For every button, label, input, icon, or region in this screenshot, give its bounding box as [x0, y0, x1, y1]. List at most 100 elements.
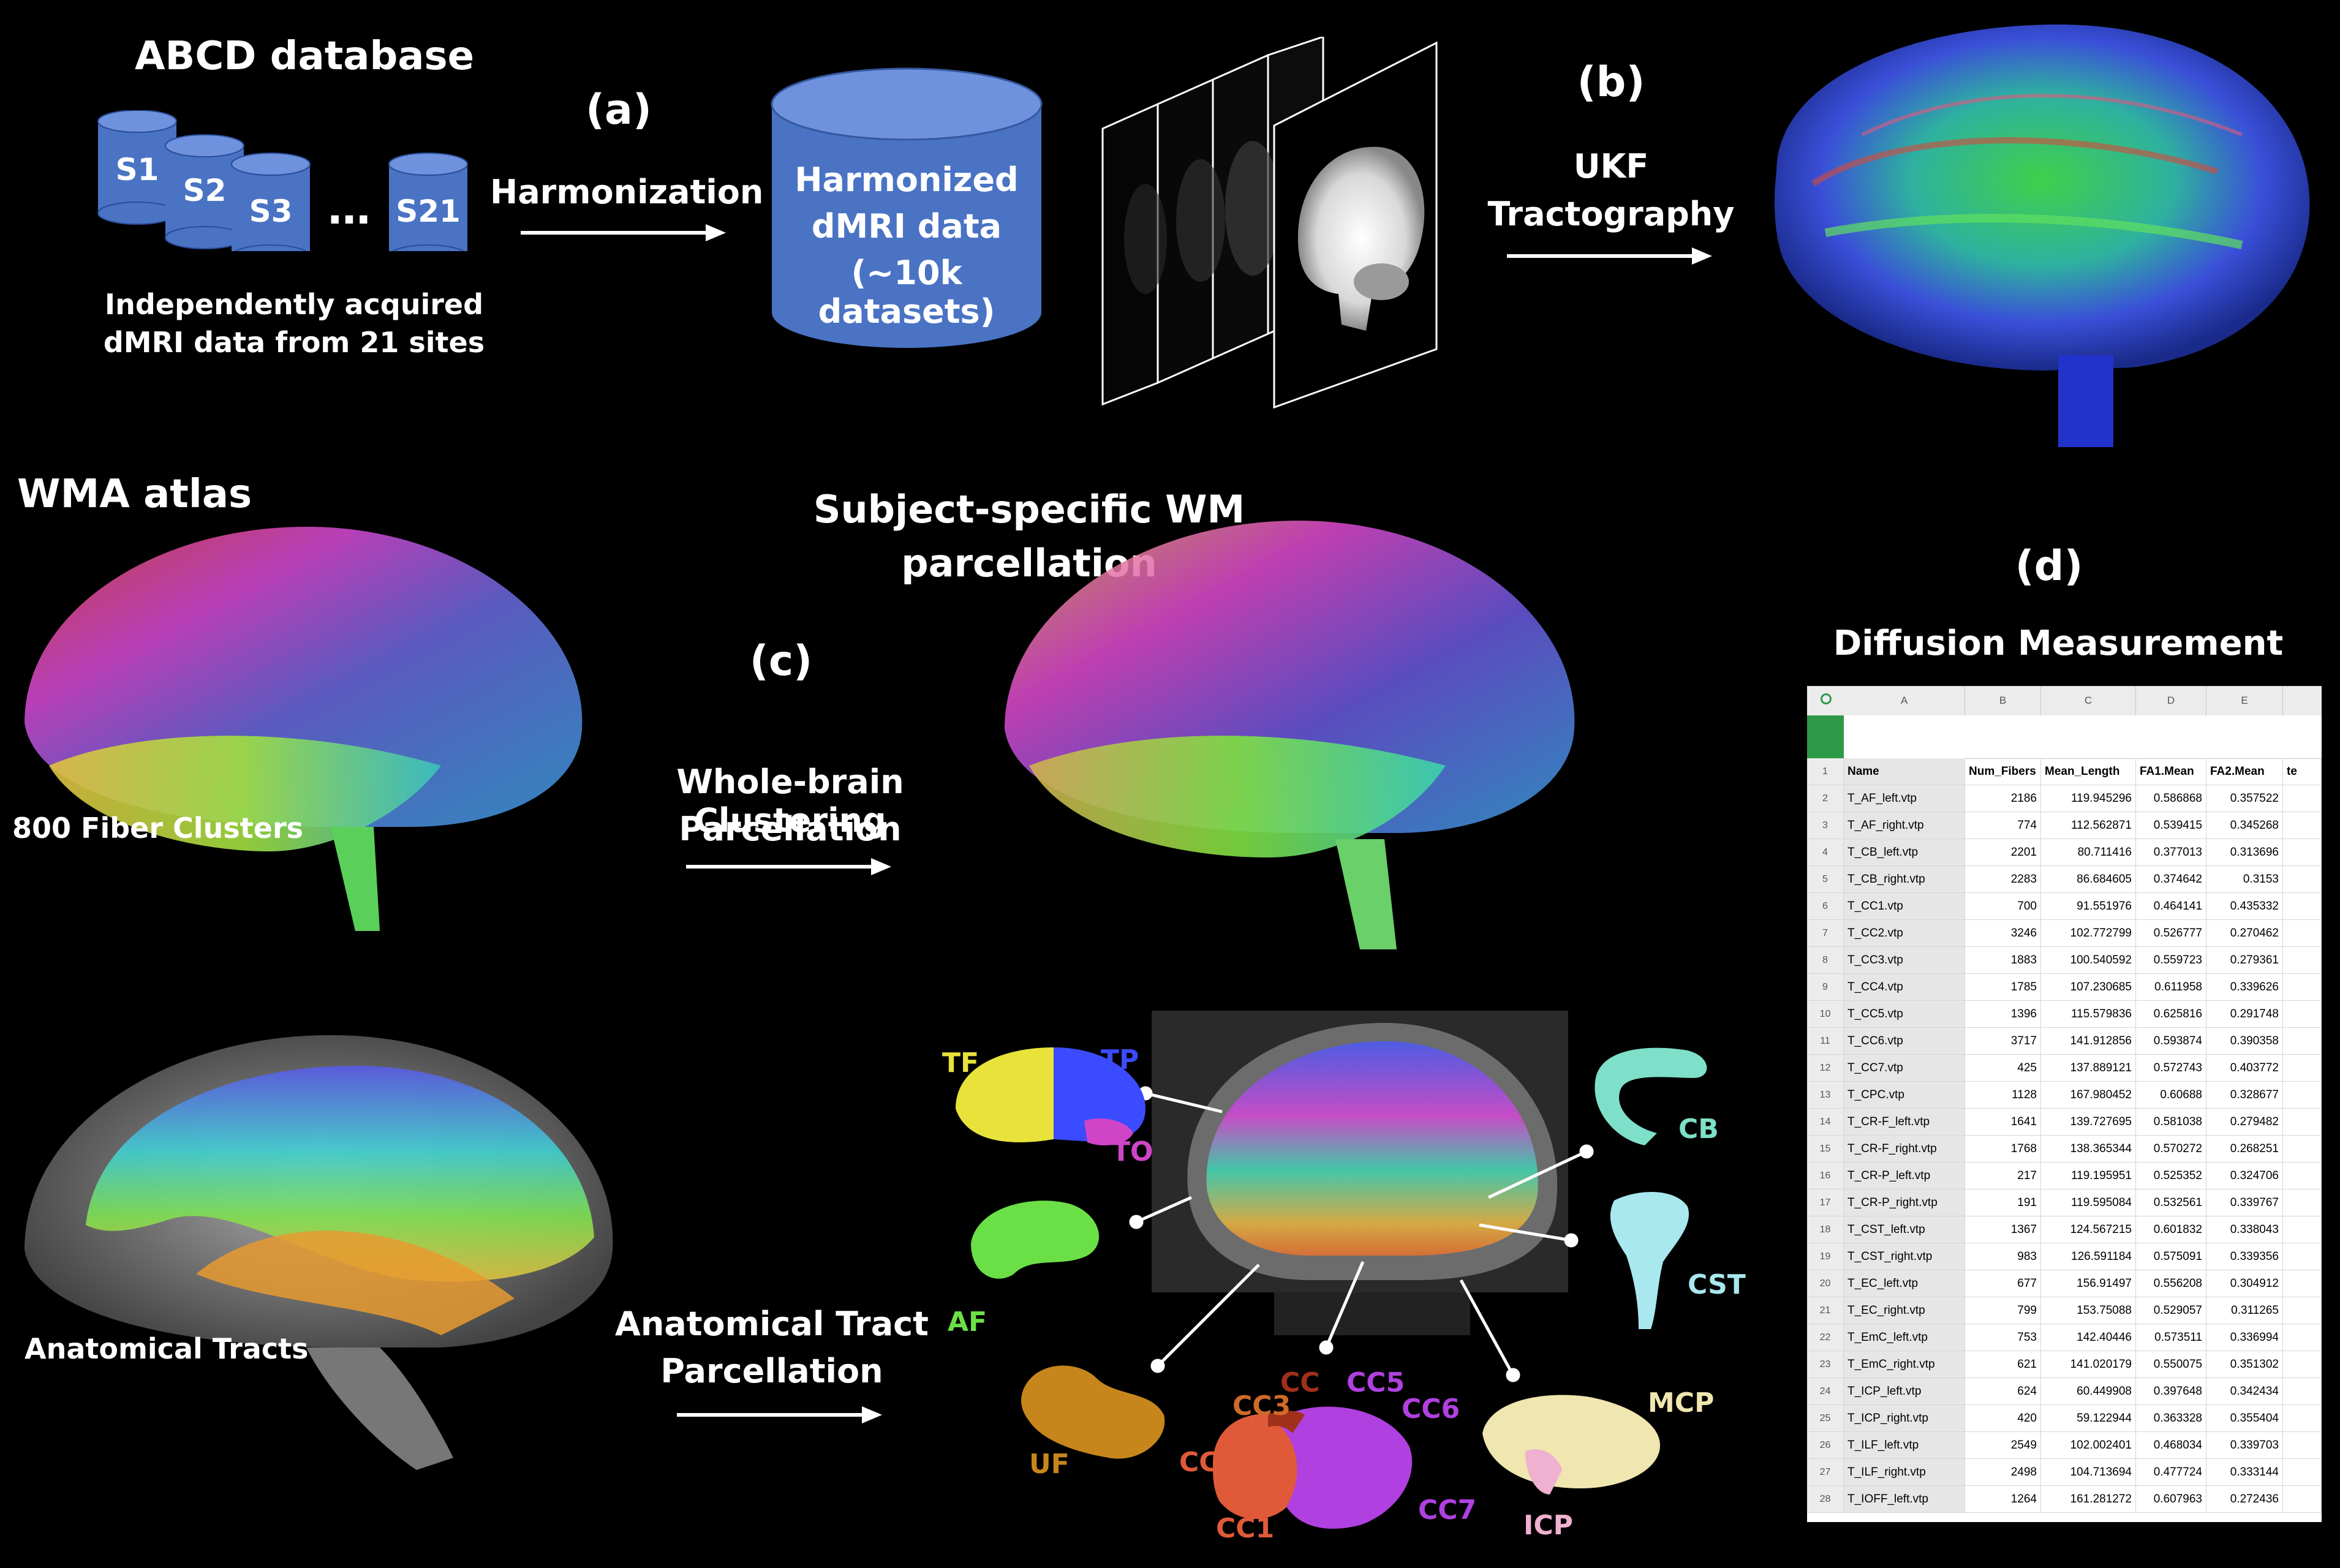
value-cell[interactable]: 0.377013 — [2136, 839, 2206, 866]
row-number[interactable]: 13 — [1807, 1082, 1844, 1109]
empty-cell[interactable] — [2283, 1082, 2322, 1109]
empty-cell[interactable] — [2283, 1324, 2322, 1351]
value-cell[interactable]: 0.529057 — [2136, 1297, 2206, 1324]
row-number[interactable]: 19 — [1807, 1243, 1844, 1270]
tract-name-cell[interactable]: T_AF_left.vtp — [1844, 785, 1965, 812]
empty-cell[interactable] — [2283, 1001, 2322, 1028]
value-cell[interactable]: 0.272436 — [2206, 1486, 2283, 1513]
value-cell[interactable]: 0.550075 — [2136, 1351, 2206, 1378]
value-cell[interactable]: 0.468034 — [2136, 1432, 2206, 1459]
row-number[interactable]: 5 — [1807, 866, 1844, 893]
value-cell[interactable]: 102.002401 — [2041, 1432, 2136, 1459]
value-cell[interactable]: 0.304912 — [2206, 1270, 2283, 1297]
row-number[interactable]: 7 — [1807, 920, 1844, 947]
header-cell[interactable]: Mean_Length — [2041, 758, 2136, 785]
row-number[interactable]: 11 — [1807, 1028, 1844, 1055]
row-number[interactable]: 9 — [1807, 974, 1844, 1001]
value-cell[interactable]: 2186 — [1965, 785, 2041, 812]
value-cell[interactable]: 0.539415 — [2136, 812, 2206, 839]
value-cell[interactable]: 0.270462 — [2206, 920, 2283, 947]
value-cell[interactable]: 91.551976 — [2041, 893, 2136, 920]
value-cell[interactable]: 425 — [1965, 1055, 2041, 1082]
empty-cell[interactable] — [2283, 920, 2322, 947]
tract-name-cell[interactable]: T_ICP_left.vtp — [1844, 1378, 1965, 1405]
value-cell[interactable]: 0.279361 — [2206, 947, 2283, 974]
value-cell[interactable]: 0.357522 — [2206, 785, 2283, 812]
value-cell[interactable]: 126.591184 — [2041, 1243, 2136, 1270]
row-number[interactable]: 3 — [1807, 812, 1844, 839]
value-cell[interactable]: 0.328677 — [2206, 1082, 2283, 1109]
value-cell[interactable]: 0.435332 — [2206, 893, 2283, 920]
row-number[interactable]: 6 — [1807, 893, 1844, 920]
tract-name-cell[interactable]: T_CST_left.vtp — [1844, 1216, 1965, 1243]
value-cell[interactable]: 139.727695 — [2041, 1109, 2136, 1136]
value-cell[interactable]: 141.020179 — [2041, 1351, 2136, 1378]
value-cell[interactable]: 0.3153 — [2206, 866, 2283, 893]
value-cell[interactable]: 2201 — [1965, 839, 2041, 866]
value-cell[interactable]: 0.573511 — [2136, 1324, 2206, 1351]
row-number[interactable]: 28 — [1807, 1486, 1844, 1513]
value-cell[interactable]: 774 — [1965, 812, 2041, 839]
row-number[interactable]: 17 — [1807, 1189, 1844, 1216]
value-cell[interactable]: 0.351302 — [2206, 1351, 2283, 1378]
row-number[interactable]: 8 — [1807, 947, 1844, 974]
row-number[interactable]: 4 — [1807, 839, 1844, 866]
tract-name-cell[interactable]: T_CB_left.vtp — [1844, 839, 1965, 866]
value-cell[interactable]: 0.397648 — [2136, 1378, 2206, 1405]
header-cell[interactable]: FA1.Mean — [2136, 758, 2206, 785]
tract-name-cell[interactable]: T_EmC_left.vtp — [1844, 1324, 1965, 1351]
row-number[interactable]: 10 — [1807, 1001, 1844, 1028]
empty-cell[interactable] — [2283, 1028, 2322, 1055]
value-cell[interactable]: 621 — [1965, 1351, 2041, 1378]
tract-name-cell[interactable]: T_IOFF_left.vtp — [1844, 1486, 1965, 1513]
value-cell[interactable]: 0.403772 — [2206, 1055, 2283, 1082]
value-cell[interactable]: 0.570272 — [2136, 1136, 2206, 1163]
header-cell[interactable]: FA2.Mean — [2206, 758, 2283, 785]
value-cell[interactable]: 167.980452 — [2041, 1082, 2136, 1109]
tract-name-cell[interactable]: T_EmC_right.vtp — [1844, 1351, 1965, 1378]
value-cell[interactable]: 1264 — [1965, 1486, 2041, 1513]
value-cell[interactable]: 80.711416 — [2041, 839, 2136, 866]
empty-cell[interactable] — [2283, 1163, 2322, 1189]
tract-name-cell[interactable]: T_CR-P_left.vtp — [1844, 1163, 1965, 1189]
value-cell[interactable]: 119.595084 — [2041, 1189, 2136, 1216]
value-cell[interactable]: 0.311265 — [2206, 1297, 2283, 1324]
tract-name-cell[interactable]: T_CR-F_right.vtp — [1844, 1136, 1965, 1163]
tract-name-cell[interactable]: T_EC_left.vtp — [1844, 1270, 1965, 1297]
value-cell[interactable]: 0.625816 — [2136, 1001, 2206, 1028]
empty-cell[interactable] — [2283, 893, 2322, 920]
tract-name-cell[interactable]: T_CC4.vtp — [1844, 974, 1965, 1001]
tract-name-cell[interactable]: T_CC7.vtp — [1844, 1055, 1965, 1082]
row-number[interactable]: 21 — [1807, 1297, 1844, 1324]
empty-cell[interactable] — [2283, 1055, 2322, 1082]
row-number[interactable]: 2 — [1807, 785, 1844, 812]
value-cell[interactable]: 0.60688 — [2136, 1082, 2206, 1109]
value-cell[interactable]: 156.91497 — [2041, 1270, 2136, 1297]
value-cell[interactable]: 0.586868 — [2136, 785, 2206, 812]
empty-cell[interactable] — [2283, 1136, 2322, 1163]
value-cell[interactable]: 0.339356 — [2206, 1243, 2283, 1270]
value-cell[interactable]: 137.889121 — [2041, 1055, 2136, 1082]
row-number[interactable]: 25 — [1807, 1405, 1844, 1432]
value-cell[interactable]: 1367 — [1965, 1216, 2041, 1243]
tract-name-cell[interactable]: T_CR-P_right.vtp — [1844, 1189, 1965, 1216]
row-number[interactable]: 20 — [1807, 1270, 1844, 1297]
tract-name-cell[interactable]: T_ICP_right.vtp — [1844, 1405, 1965, 1432]
value-cell[interactable]: 60.449908 — [2041, 1378, 2136, 1405]
row-number[interactable]: 14 — [1807, 1109, 1844, 1136]
value-cell[interactable]: 115.579836 — [2041, 1001, 2136, 1028]
value-cell[interactable]: 799 — [1965, 1297, 2041, 1324]
value-cell[interactable]: 153.75088 — [2041, 1297, 2136, 1324]
tract-name-cell[interactable]: T_CST_right.vtp — [1844, 1243, 1965, 1270]
value-cell[interactable]: 0.339626 — [2206, 974, 2283, 1001]
tract-name-cell[interactable]: T_CR-F_left.vtp — [1844, 1109, 1965, 1136]
row-number[interactable]: 12 — [1807, 1055, 1844, 1082]
value-cell[interactable]: 0.363328 — [2136, 1405, 2206, 1432]
value-cell[interactable]: 420 — [1965, 1405, 2041, 1432]
empty-cell[interactable] — [2283, 866, 2322, 893]
value-cell[interactable]: 0.336994 — [2206, 1324, 2283, 1351]
empty-cell[interactable] — [2283, 1216, 2322, 1243]
empty-cell[interactable] — [2283, 1432, 2322, 1459]
header-cell[interactable]: Name — [1844, 758, 1965, 785]
value-cell[interactable]: 983 — [1965, 1243, 2041, 1270]
